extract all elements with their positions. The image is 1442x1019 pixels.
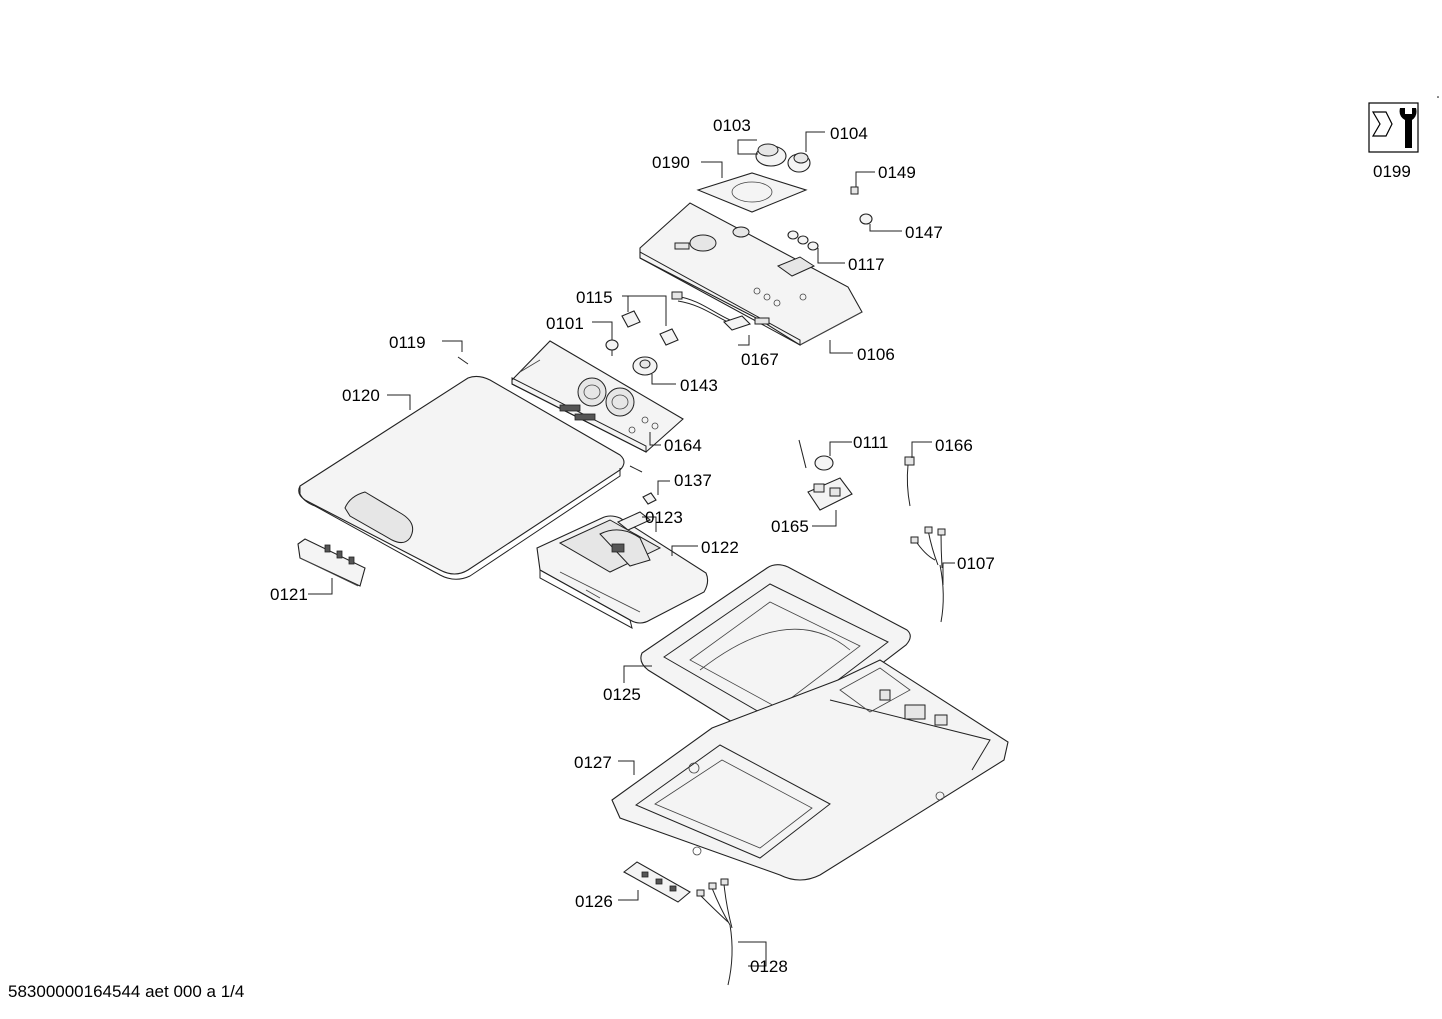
label-0122: 0122 (701, 538, 739, 557)
label-0128: 0128 (750, 957, 788, 976)
label-0126: 0126 (575, 892, 613, 911)
part-0106-control-panel-drawing (639, 202, 863, 346)
part-0117-buttons-drawing (787, 230, 819, 251)
label-0111: 0111 (853, 433, 888, 452)
label-0149: 0149 (878, 163, 916, 182)
part-0147-drawing (859, 213, 873, 225)
label-0101: 0101 (546, 314, 584, 333)
part-0101-drawing (605, 339, 619, 356)
label-0127: 0127 (574, 753, 612, 772)
part-0143-drawing (632, 356, 658, 376)
label-0121: 0121 (270, 585, 308, 604)
part-0107-harness-drawing (910, 526, 946, 623)
label-0123: 0123 (645, 508, 683, 527)
label-0115: 0115 (576, 288, 613, 307)
part-0111-drawing (798, 439, 834, 471)
label-0166: 0166 (935, 436, 973, 455)
label-0165: 0165 (771, 517, 809, 536)
part-0122-drawer-drawing (536, 515, 709, 629)
part-0120-lid-drawing (298, 375, 625, 580)
part-0128-harness-drawing (696, 878, 733, 986)
part-0149-drawing (850, 186, 859, 195)
part-0126-switch-drawing (623, 861, 691, 903)
document-footer-id: 58300000164544 aet 000 a 1/4 (8, 982, 245, 1001)
label-0120: 0120 (342, 386, 380, 405)
part-0104-knob-drawing (787, 152, 811, 173)
label-0167: 0167 (741, 350, 779, 369)
wrench-nut-icon[interactable] (1368, 102, 1419, 153)
label-0104: 0104 (830, 124, 868, 143)
label-0107: 0107 (957, 554, 995, 573)
label-0125: 0125 (603, 685, 641, 704)
part-0125-seal-frame-drawing (640, 564, 911, 742)
label-0103: 0103 (713, 116, 751, 135)
label-0190: 0190 (652, 153, 690, 172)
label-0119: 0119 (389, 333, 426, 352)
label-0106: 0106 (857, 345, 895, 364)
part-0190-label-drawing (696, 172, 808, 213)
part-0119-pin-drawing (457, 356, 469, 365)
part-0115-clips-drawing (621, 310, 679, 346)
part-0165-door-lock-drawing (807, 477, 853, 511)
label-0117: 0117 (848, 255, 885, 274)
part-0127-top-frame-drawing (611, 659, 1009, 881)
corner-dot (1437, 96, 1439, 98)
part-0137-drawing (629, 465, 657, 505)
leader-lines (308, 131, 955, 967)
label-0143: 0143 (680, 376, 718, 395)
label-0164: 0164 (664, 436, 702, 455)
part-0121-handle-drawing (297, 538, 366, 587)
label-0199: 0199 (1373, 162, 1411, 181)
part-0166-wire-drawing (904, 456, 915, 507)
label-0137: 0137 (674, 471, 712, 490)
part-0103-knob-drawing (755, 143, 787, 167)
label-0147: 0147 (905, 223, 943, 242)
part-0164-module-drawing (511, 340, 684, 453)
part-0167-cable-drawing (671, 291, 752, 331)
